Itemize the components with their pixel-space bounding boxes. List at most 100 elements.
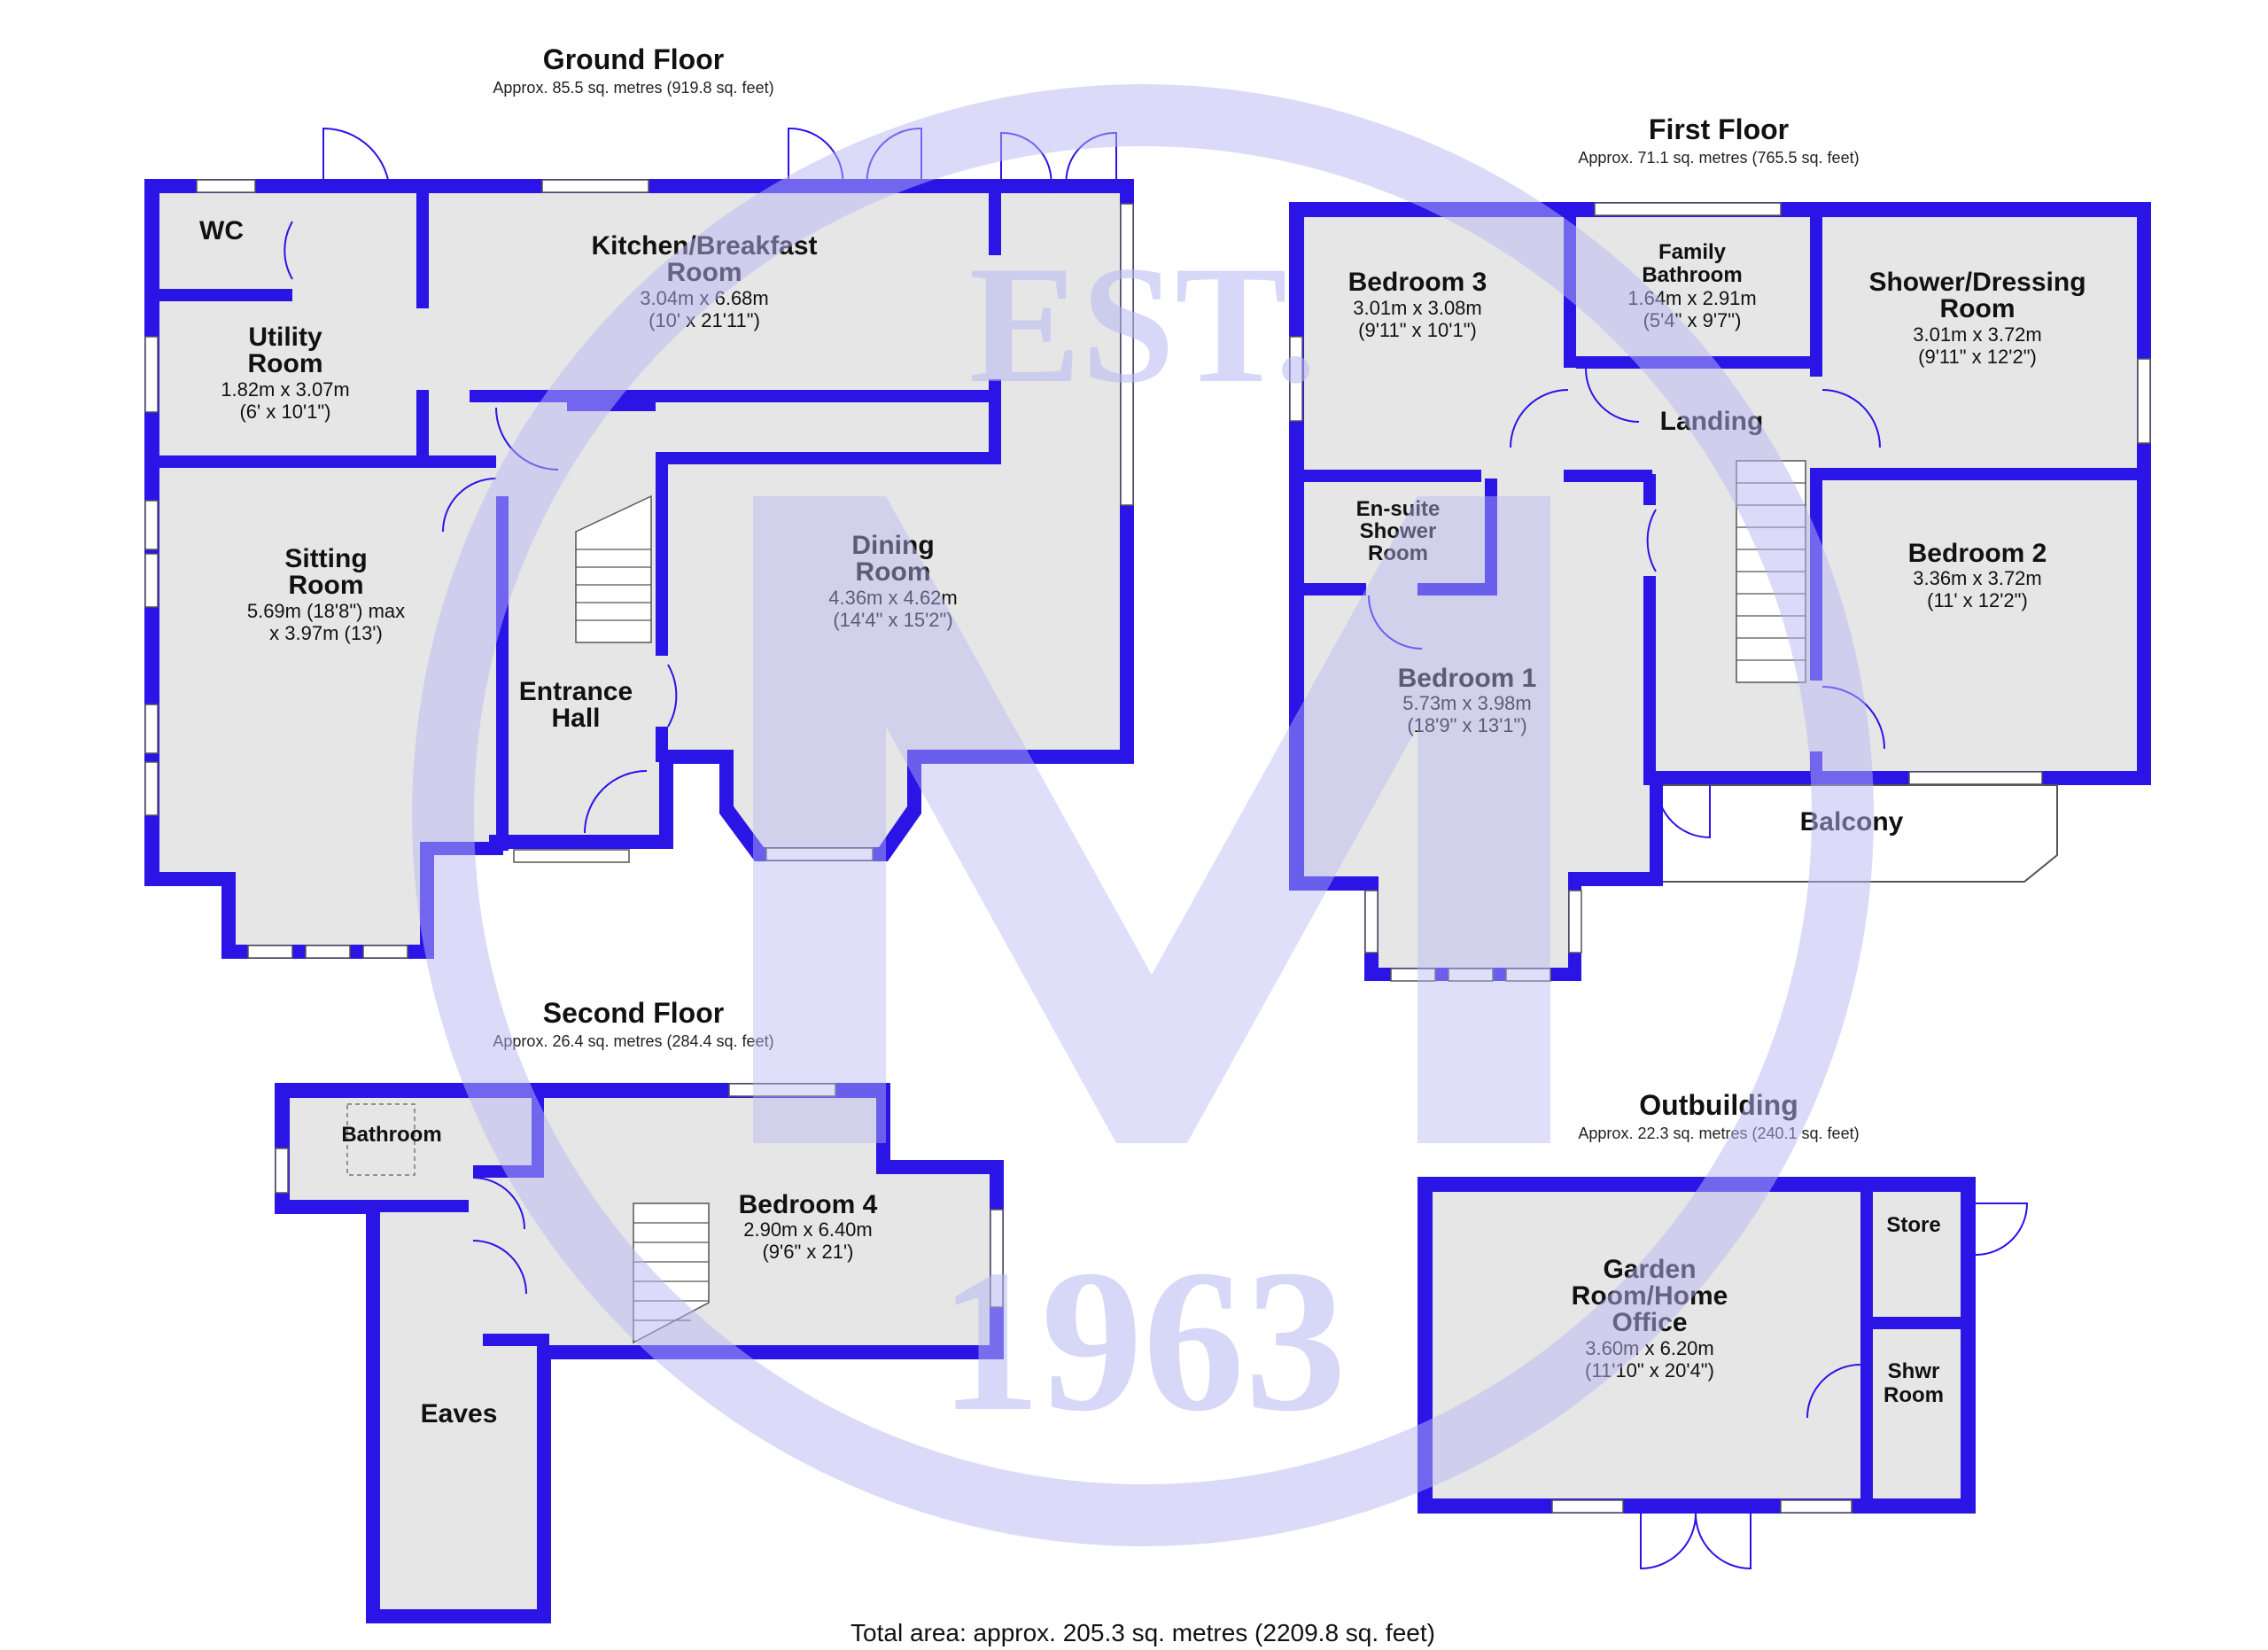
wall-kitchen-right-lower — [989, 379, 1001, 464]
second-floor-title: Second Floor — [543, 997, 724, 1029]
window-dining-side — [1120, 203, 1134, 506]
ground-floor-plan: Ground Floor Approx. 85.5 sq. metres (91… — [144, 43, 1134, 959]
wall-hall-right — [656, 461, 668, 656]
wall-bath-bottom — [1576, 356, 1810, 369]
entrance-name-2: Hall — [551, 704, 600, 733]
sitting-name-2: Room — [289, 571, 364, 600]
bedroom3-name: Bedroom 3 — [1348, 268, 1487, 297]
ensuite-name-3: Room — [1368, 541, 1428, 565]
window-sitting-2 — [144, 553, 159, 608]
wall-hall-right-lower — [656, 727, 668, 762]
wall-bathroom-bottom — [380, 1200, 469, 1212]
outbuilding-area: Approx. 22.3 sq. metres (240.1 sq. feet) — [1578, 1125, 1859, 1142]
first-stairs — [1736, 460, 1806, 683]
window-sitting-1 — [144, 500, 159, 550]
wall-store-shwr — [1860, 1317, 1961, 1329]
family-bathroom-dim-2: (5'4" x 9'7") — [1643, 309, 1742, 331]
wall-ensuite-bottom — [1304, 583, 1366, 595]
window-bed2 — [1908, 771, 2043, 785]
shower-dressing-name-1: Shower/Dressing — [1868, 268, 2085, 297]
kitchen-dim-1: 3.04m x 6.68m — [640, 287, 769, 309]
eaves-name: Eaves — [421, 1399, 498, 1428]
window-bed1-bay-2 — [1448, 968, 1494, 982]
ensuite-name-1: En-suite — [1356, 497, 1441, 521]
window-office-2 — [1780, 1499, 1852, 1514]
window-bed1-1 — [1364, 890, 1379, 953]
bedroom2-name: Bedroom 2 — [1908, 539, 2047, 568]
shower-dressing-dim-2: (9'11" x 12'2") — [1918, 346, 2037, 368]
bedroom4-name: Bedroom 4 — [739, 1190, 878, 1219]
bedroom3-dim-1: 3.01m x 3.08m — [1353, 297, 1482, 319]
bedroom4-dim-1: 2.90m x 6.40m — [743, 1218, 873, 1241]
outbuilding-title: Outbuilding — [1639, 1089, 1798, 1121]
garden-room-dim-2: (11'10" x 20'4") — [1585, 1359, 1714, 1381]
landing-name: Landing — [1660, 407, 1764, 436]
wall-hall-left — [496, 496, 509, 851]
window-bed1-bay-1 — [1390, 968, 1436, 982]
wall-office-store — [1860, 1192, 1873, 1498]
window-sitting-3 — [144, 704, 159, 754]
wall-utility-kitchen — [416, 193, 429, 308]
wall-bed3-bottom — [1304, 470, 1481, 482]
sitting-dim-1: 5.69m (18'8") max — [247, 600, 405, 622]
wall-bed3-bath — [1564, 217, 1576, 368]
window-kitchen — [541, 179, 649, 193]
wall-ensuite-right — [1485, 479, 1497, 594]
window-shower — [2137, 358, 2151, 444]
wall-utility-sitting — [159, 455, 496, 468]
window-dining-bay — [765, 847, 874, 861]
first-floor-title: First Floor — [1649, 113, 1789, 145]
kitchen-name-2: Room — [667, 258, 742, 287]
door-utility-external — [322, 127, 391, 194]
wall-bed1-right — [1643, 576, 1656, 785]
window-bedroom4-side — [990, 1209, 1004, 1308]
outbuilding-plan: Outbuilding Approx. 22.3 sq. metres (240… — [1418, 1089, 2029, 1570]
window-bed1-bay-3 — [1505, 968, 1551, 982]
dining-dim-1: 4.36m x 4.62m — [828, 587, 958, 609]
sitting-dim-2: x 3.97m (13') — [269, 622, 383, 644]
store-name: Store — [1886, 1213, 1940, 1237]
window-office-1 — [1551, 1499, 1624, 1514]
dining-name-1: Dining — [851, 531, 934, 560]
kitchen-dim-2: (10' x 21'11") — [649, 309, 760, 331]
bedroom1-name: Bedroom 1 — [1398, 664, 1537, 693]
wall-kitchen-dining — [656, 452, 1001, 464]
wc-label: WC — [199, 216, 244, 245]
window-sitting-bay-2 — [305, 945, 351, 959]
bedroom3-dim-2: (9'11" x 10'1") — [1358, 319, 1477, 341]
door-balcony — [1656, 784, 1711, 839]
utility-name-1: Utility — [248, 323, 322, 352]
wall-bed2-left-lower — [1810, 751, 1822, 778]
wall-eaves-top — [483, 1334, 549, 1346]
bathroom-name: Bathroom — [341, 1123, 441, 1147]
window-wc — [196, 179, 256, 193]
ground-floor-area: Approx. 85.5 sq. metres (919.8 sq. feet) — [493, 79, 773, 97]
window-bed1-2 — [1568, 890, 1582, 953]
window-hall — [513, 849, 630, 863]
wall-landing-bed4 — [473, 1165, 535, 1178]
window-bath — [1594, 202, 1782, 216]
shower-dressing-dim-1: 3.01m x 3.72m — [1913, 323, 2042, 346]
wall-bed1-landing — [1643, 474, 1656, 505]
wall-kitchen-bottom — [470, 390, 1001, 402]
garden-room-name-2: Room/Home — [1572, 1281, 1728, 1311]
family-bathroom-dim-1: 1.64m x 2.91m — [1627, 287, 1757, 309]
window-bed3 — [1289, 336, 1303, 422]
bathroom-skylight — [346, 1103, 416, 1176]
window-sitting-bay-1 — [247, 945, 293, 959]
kitchen-name-1: Kitchen/Breakfast — [591, 231, 817, 261]
wall-wc-utility — [159, 289, 292, 301]
window-bedroom4-top — [728, 1083, 836, 1097]
door-wc — [284, 221, 293, 280]
garden-room-name-1: Garden — [1603, 1255, 1696, 1284]
utility-dim-1: 1.82m x 3.07m — [221, 378, 350, 401]
sitting-name-1: Sitting — [284, 544, 367, 573]
first-floor-area: Approx. 71.1 sq. metres (765.5 sq. feet) — [1578, 149, 1859, 167]
bedroom1-dim-1: 5.73m x 3.98m — [1402, 692, 1532, 714]
family-bathroom-name-1: Family — [1658, 240, 1727, 264]
shwr-room-name-1: Shwr — [1888, 1359, 1940, 1383]
bedroom4-dim-2: (9'6" x 21') — [762, 1241, 853, 1263]
window-utility — [144, 336, 159, 413]
window-sitting-bay-3 — [362, 945, 408, 959]
ground-floor-title: Ground Floor — [543, 43, 724, 75]
